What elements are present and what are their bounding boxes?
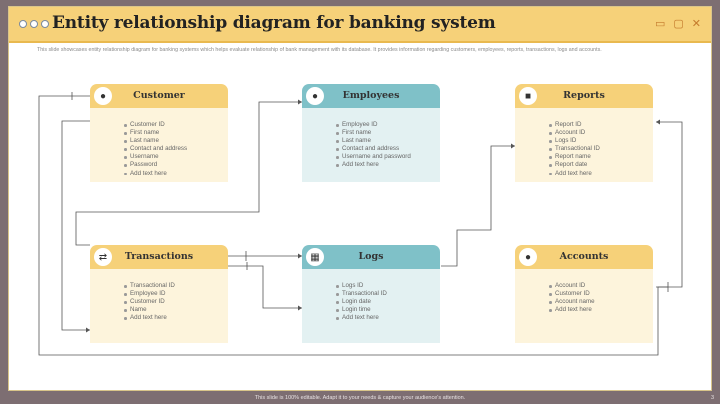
entity-title: Transactions: [124, 251, 194, 262]
footer-text: This slide is 100% editable. Adapt it to…: [254, 395, 466, 401]
entity-employees: ● Employees Employee ID First name Last …: [302, 84, 440, 182]
field-item: Password: [124, 161, 228, 169]
dot-icon: [19, 20, 27, 28]
entity-fields: Customer ID First name Last name Contact…: [90, 108, 228, 182]
field-item: Login time: [336, 306, 440, 314]
entity-title: Employees: [342, 90, 400, 101]
title-bar: Entity relationship diagram for banking …: [9, 7, 711, 43]
connector-line: [75, 101, 302, 246]
entity-fields: Report ID Account ID Logs ID Transaction…: [515, 108, 653, 182]
field-item: Transactional ID: [124, 282, 228, 290]
field-item: Username: [124, 153, 228, 161]
field-item: Add text here: [549, 170, 653, 178]
field-item: Customer ID: [124, 121, 228, 129]
arrowhead: [656, 119, 660, 125]
connector-line: [656, 121, 683, 288]
field-item: Customer ID: [549, 290, 653, 298]
entity-title: Logs: [358, 251, 384, 262]
users-icon: ●: [94, 87, 112, 105]
entity-fields: Employee ID First name Last name Contact…: [302, 108, 440, 182]
accounts-icon: ●: [519, 248, 537, 266]
field-item: Logs ID: [549, 137, 653, 145]
dot-icon: [30, 20, 38, 28]
field-item: Add text here: [549, 306, 653, 314]
logs-icon: ▦: [306, 248, 324, 266]
window-dots: [19, 20, 49, 28]
connector-line: [228, 265, 302, 309]
field-item: Report ID: [549, 121, 653, 129]
field-item: Customer ID: [124, 298, 228, 306]
field-item: First name: [124, 129, 228, 137]
field-item: Contact and address: [124, 145, 228, 153]
entity-transactions: ⇄ Transactions Transactional ID Employee…: [90, 245, 228, 343]
entity-header: ● Accounts: [515, 245, 653, 269]
tick-mark: [71, 92, 669, 292]
connector-line: [441, 145, 515, 267]
field-item: Transactional ID: [336, 290, 440, 298]
field-item: Last name: [336, 137, 440, 145]
field-item: Account name: [549, 298, 653, 306]
entity-header: ▦ Logs: [302, 245, 440, 269]
field-item: Employee ID: [336, 121, 440, 129]
page-number: 3: [710, 395, 714, 401]
field-item: Add text here: [124, 170, 228, 178]
entity-logs: ▦ Logs Logs ID Transactional ID Login da…: [302, 245, 440, 343]
arrowhead: [298, 253, 302, 259]
maximize-icon[interactable]: ▢: [673, 18, 684, 30]
page-title: Entity relationship diagram for banking …: [52, 13, 496, 33]
entity-accounts: ● Accounts Account ID Customer ID Accoun…: [515, 245, 653, 343]
close-icon[interactable]: ✕: [691, 18, 701, 30]
entity-fields: Logs ID Transactional ID Login date Logi…: [302, 269, 440, 343]
entity-fields: Account ID Customer ID Account name Add …: [515, 269, 653, 343]
field-item: Employee ID: [124, 290, 228, 298]
field-item: Transactional ID: [549, 145, 653, 153]
team-icon: ●: [306, 87, 324, 105]
subtitle: This slide showcases entity relationship…: [37, 47, 602, 53]
entity-header: ● Customer: [90, 84, 228, 108]
exchange-icon: ⇄: [94, 248, 112, 266]
entity-header: ⇄ Transactions: [90, 245, 228, 269]
field-item: Last name: [124, 137, 228, 145]
minimize-icon[interactable]: ▭: [654, 18, 666, 30]
connector-line: [61, 120, 90, 331]
field-item: Login date: [336, 298, 440, 306]
entity-fields: Transactional ID Employee ID Customer ID…: [90, 269, 228, 343]
field-item: Account ID: [549, 282, 653, 290]
field-item: Account ID: [549, 129, 653, 137]
arrowhead: [298, 305, 302, 311]
report-icon: ■: [519, 87, 537, 105]
entity-reports: ■ Reports Report ID Account ID Logs ID T…: [515, 84, 653, 182]
entity-header: ● Employees: [302, 84, 440, 108]
field-item: Report name: [549, 153, 653, 161]
arrowhead: [511, 143, 515, 149]
field-item: Username and password: [336, 153, 440, 161]
entity-title: Customer: [133, 90, 185, 101]
field-item: Add text here: [336, 314, 440, 322]
field-item: Name: [124, 306, 228, 314]
field-item: Report date: [549, 161, 653, 169]
field-item: Contact and address: [336, 145, 440, 153]
entity-header: ■ Reports: [515, 84, 653, 108]
entity-customer: ● Customer Customer ID First name Last n…: [90, 84, 228, 182]
field-item: Add text here: [124, 314, 228, 322]
arrowhead: [86, 327, 90, 333]
field-item: Add text here: [336, 161, 440, 169]
arrowhead: [298, 99, 302, 105]
entity-title: Reports: [563, 90, 605, 101]
dot-icon: [41, 20, 49, 28]
field-item: First name: [336, 129, 440, 137]
entity-title: Accounts: [559, 251, 609, 262]
field-item: Logs ID: [336, 282, 440, 290]
window-controls: ▭ ▢ ✕: [655, 18, 701, 30]
